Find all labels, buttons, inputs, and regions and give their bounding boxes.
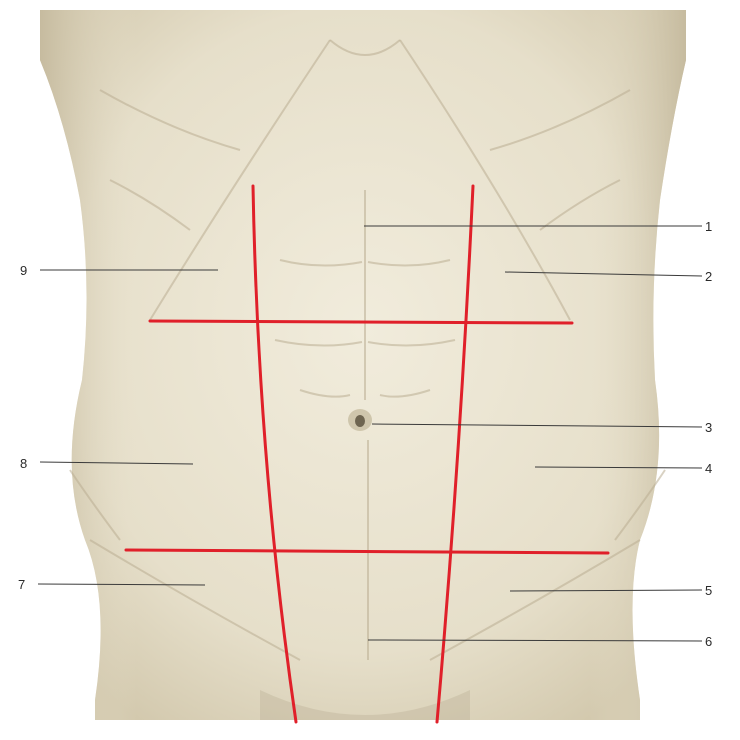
label-2: 2: [705, 269, 712, 284]
label-5: 5: [705, 583, 712, 598]
subcostal-line: [150, 321, 572, 323]
label-7: 7: [18, 577, 25, 592]
label-6: 6: [705, 634, 712, 649]
label-8: 8: [20, 456, 27, 471]
torso-illustration: [40, 10, 686, 720]
label-3: 3: [705, 420, 712, 435]
label-4: 4: [705, 461, 712, 476]
label-9: 9: [20, 263, 27, 278]
label-1: 1: [705, 219, 712, 234]
umbilicus: [348, 409, 372, 431]
